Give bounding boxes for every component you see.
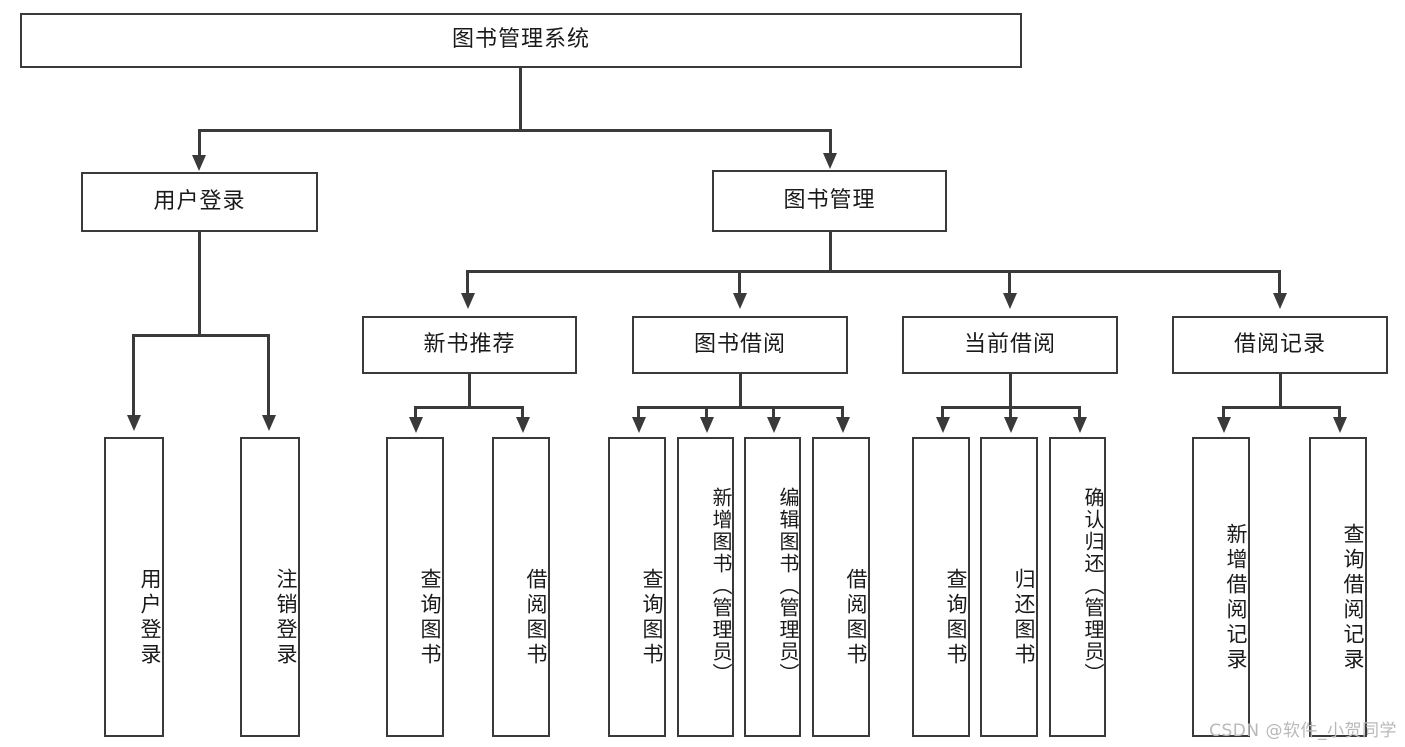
- arrowhead-borrow-records-leaf-0: [1217, 417, 1231, 433]
- connector-borrow-records-stem: [1279, 374, 1282, 408]
- leaf-book-borrow-query[interactable]: 查询图书: [608, 437, 666, 737]
- connector-borrow-records-bus: [1222, 406, 1339, 409]
- node-borrow-records[interactable]: 借阅记录: [1172, 316, 1388, 374]
- connector-user-login-bus: [132, 334, 267, 337]
- arrowhead-new-book: [461, 293, 475, 309]
- connector-to-current-borrow: [1008, 270, 1011, 297]
- connector-to-borrow-records: [1278, 270, 1281, 297]
- arrowhead-user-login: [192, 155, 206, 171]
- arrowhead-book-borrow-leaf-3: [836, 417, 850, 433]
- connector-user-login-leaf-0: [132, 334, 135, 419]
- arrowhead-book-borrow-leaf-0: [632, 417, 646, 433]
- connector-root-stem: [519, 68, 522, 131]
- arrowhead-leaf-user-login-1: [262, 415, 276, 431]
- leaf-book-borrow-borrow[interactable]: 借阅图书: [812, 437, 870, 737]
- node-root-system[interactable]: 图书管理系统: [20, 13, 1022, 68]
- arrowhead-borrow-records: [1273, 293, 1287, 309]
- arrowhead-book-borrow: [733, 293, 747, 309]
- connector-book-borrow-leaf-1: [705, 406, 708, 420]
- leaf-book-borrow-add[interactable]: 新增图书（管理员）: [677, 437, 734, 737]
- connector-new-book-leaf-0: [414, 406, 417, 420]
- connector-root-to-book-manage: [829, 129, 832, 157]
- arrowhead-current-borrow-leaf-1: [1004, 417, 1018, 433]
- leaf-user-login-login[interactable]: 用户登录: [104, 437, 164, 737]
- connector-book-borrow-leaf-0: [637, 406, 640, 420]
- arrowhead-book-manage: [823, 153, 837, 169]
- connector-current-borrow-leaf-0: [941, 406, 944, 420]
- leaf-new-book-borrow[interactable]: 借阅图书: [492, 437, 550, 737]
- leaf-current-borrow-query[interactable]: 查询图书: [912, 437, 970, 737]
- arrowhead-leaf-user-login-0: [127, 415, 141, 431]
- leaf-book-borrow-edit[interactable]: 编辑图书（管理员）: [744, 437, 801, 737]
- arrowhead-borrow-records-leaf-1: [1333, 417, 1347, 433]
- node-book-management[interactable]: 图书管理: [712, 170, 947, 232]
- connector-current-borrow-leaf-1: [1009, 406, 1012, 420]
- connector-root-to-user-login: [198, 129, 201, 159]
- connector-user-login-stem: [198, 232, 201, 336]
- connector-current-borrow-stem: [1009, 374, 1012, 408]
- leaf-borrow-records-add[interactable]: 新增借阅记录: [1192, 437, 1250, 737]
- node-current-borrow[interactable]: 当前借阅: [902, 316, 1118, 374]
- csdn-watermark: CSDN @软件_小贺同学: [1209, 721, 1397, 741]
- connector-book-borrow-bus: [637, 406, 843, 409]
- node-new-book-recommend[interactable]: 新书推荐: [362, 316, 577, 374]
- connector-to-book-borrow: [738, 270, 741, 297]
- connector-book-borrow-leaf-2: [772, 406, 775, 420]
- arrowhead-new-book-leaf-0: [409, 417, 423, 433]
- leaf-current-borrow-confirm[interactable]: 确认归还（管理员）: [1049, 437, 1106, 737]
- arrowhead-book-borrow-leaf-1: [700, 417, 714, 433]
- leaf-current-borrow-return[interactable]: 归还图书: [980, 437, 1038, 737]
- connector-borrow-records-leaf-0: [1222, 406, 1225, 420]
- connector-new-book-bus: [414, 406, 524, 409]
- node-user-login[interactable]: 用户登录: [81, 172, 318, 232]
- connector-new-book-leaf-1: [521, 406, 524, 420]
- connector-book-manage-bus: [466, 270, 1281, 273]
- leaf-user-login-logout[interactable]: 注销登录: [240, 437, 300, 737]
- connector-root-bus: [198, 129, 832, 132]
- connector-book-manage-stem: [829, 232, 832, 272]
- arrowhead-current-borrow-leaf-2: [1073, 417, 1087, 433]
- leaf-borrow-records-query[interactable]: 查询借阅记录: [1309, 437, 1367, 737]
- connector-book-borrow-leaf-3: [841, 406, 844, 420]
- connector-user-login-leaf-1: [267, 334, 270, 419]
- arrowhead-current-borrow-leaf-0: [936, 417, 950, 433]
- node-book-borrow[interactable]: 图书借阅: [632, 316, 848, 374]
- arrowhead-book-borrow-leaf-2: [767, 417, 781, 433]
- connector-new-book-stem: [468, 374, 471, 408]
- connector-borrow-records-leaf-1: [1338, 406, 1341, 420]
- leaf-new-book-query[interactable]: 查询图书: [386, 437, 444, 737]
- arrowhead-current-borrow: [1003, 293, 1017, 309]
- connector-book-borrow-stem: [739, 374, 742, 408]
- arrowhead-new-book-leaf-1: [516, 417, 530, 433]
- connector-current-borrow-leaf-2: [1078, 406, 1081, 420]
- connector-to-new-book: [466, 270, 469, 297]
